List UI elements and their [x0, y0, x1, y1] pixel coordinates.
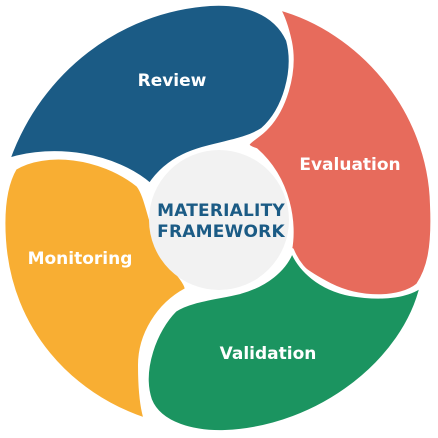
center-title-line-2: FRAMEWORK [157, 222, 285, 242]
segment-validation [144, 248, 424, 435]
center-circle [149, 150, 289, 290]
segment-label-monitoring: Monitoring [28, 249, 133, 269]
segment-label-review: Review [138, 71, 207, 91]
segment-label-validation: Validation [220, 344, 317, 364]
segment-label-evaluation: Evaluation [299, 155, 400, 175]
center-title-line-1: MATERIALITY [157, 201, 285, 221]
segment-monitoring [1, 155, 189, 422]
